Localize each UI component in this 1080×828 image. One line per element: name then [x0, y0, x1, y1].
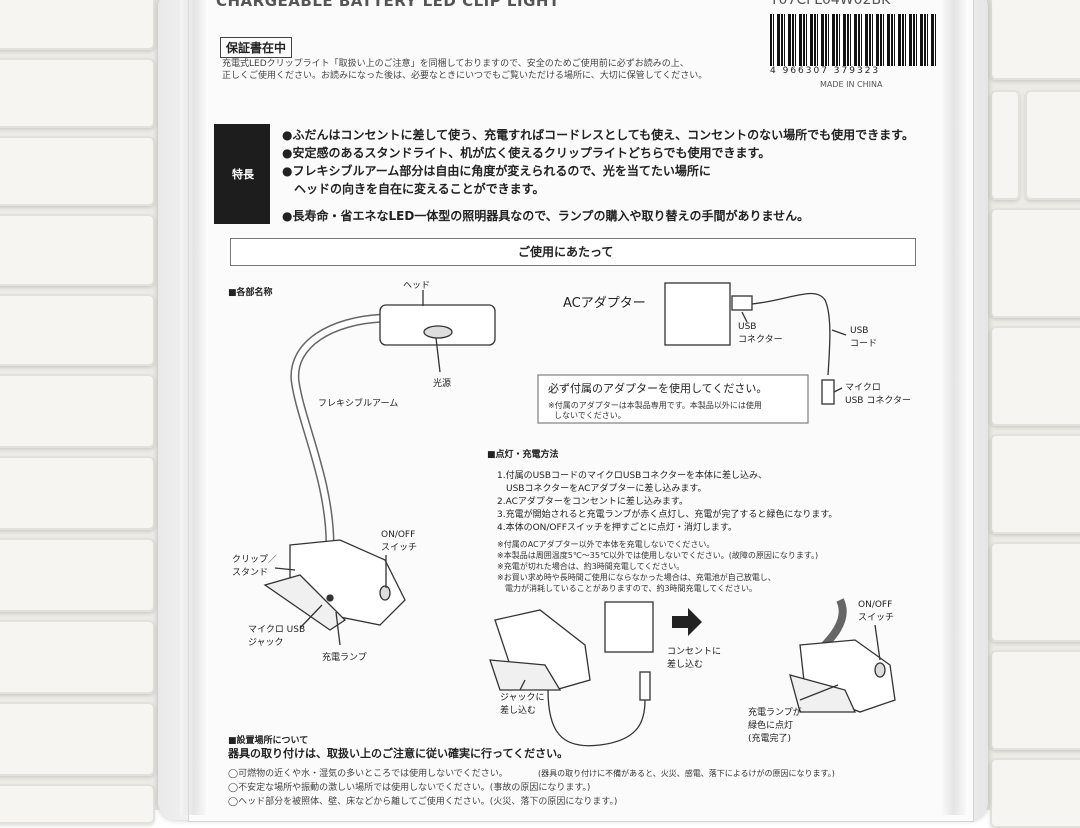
warranty-badge: 保証書在中	[220, 37, 293, 58]
right-arrow-icon	[672, 608, 702, 636]
charging-step: 3.充電が開始されると充電ランプが赤く点灯し、充電が完了すると緑色になります。	[497, 510, 838, 520]
plastic-reflection	[180, 0, 208, 815]
switch-label-charging: ON/OFF スイッチ	[858, 600, 895, 623]
wall-brick	[990, 650, 1080, 750]
placement-heading: ■設置場所について	[228, 736, 309, 746]
plastic-reflection	[940, 0, 968, 815]
wall-brick	[0, 702, 155, 776]
placement-item: ◯可燃物の近くや水・湿気の多いところでは使用しないでください。	[228, 769, 508, 779]
made-in-label: MADE IN CHINA	[820, 80, 883, 89]
barcode	[770, 14, 936, 66]
wall-brick	[990, 434, 1080, 534]
wall-brick	[0, 374, 155, 448]
wall-brick	[0, 456, 155, 530]
wall-brick	[0, 620, 155, 694]
charging-warning: ※付属のACアダプター以外で本体を充電しないでください。	[497, 540, 715, 549]
feature-item: ●ふだんはコンセントに差して使う、充電すればコードレスとしても使え、コンセントの…	[282, 128, 914, 142]
switch-shape	[379, 585, 391, 601]
usb-cord-shape	[751, 292, 831, 376]
charge-lamp-label: 充電ランプ	[322, 653, 367, 663]
ac-adapter-shape	[664, 282, 731, 346]
wall-brick	[0, 0, 155, 50]
lamp-green-label: 充電ランプが 緑色に点灯 (充電完了)	[748, 708, 802, 744]
wall-brick	[990, 542, 1080, 642]
features-label: 特長	[232, 168, 254, 181]
arm-label: フレキシブルアーム	[318, 399, 399, 409]
wall-brick	[0, 214, 155, 286]
must-use-adapter-text: 必ず付属のアダプターを使用してください。	[548, 382, 768, 395]
clip-stand-label: クリップ／ スタンド	[232, 555, 278, 578]
jack-insert-label: ジャックに 差し込む	[500, 693, 545, 716]
feature-item: ヘッドの向きを自在に変えることができます。	[282, 182, 545, 196]
micro-usb-jack-label: マイクロ USB ジャック	[248, 625, 306, 648]
wall-brick	[990, 208, 1080, 318]
charging-warning: ※充電が切れた場合は、約3時間充電してください。	[497, 562, 685, 571]
wall-brick	[1025, 90, 1080, 200]
adapter-illustration	[604, 601, 654, 653]
usage-heading: ご使用にあたって	[518, 245, 614, 259]
adapter-note: しないでください。	[554, 411, 626, 420]
charging-warning: ※本製品は周囲温度5℃〜35℃以外では使用しないでください。(故障の原因になりま…	[497, 551, 819, 560]
barcode-number: 4 966307 379323	[770, 66, 881, 76]
charging-warning: 電力が消耗していることがありますので、約3時間充電してください。	[497, 584, 758, 593]
charging-step: 4.本体のON/OFFスイッチを押すごとに点灯・消灯します。	[497, 523, 737, 533]
usb-connector-label: USB コネクター	[738, 322, 783, 345]
feature-item: ●安定感のあるスタンドライト、机が広く使えるクリップライトどちらでも使用できます…	[282, 146, 771, 160]
micro-usb-connector-shape	[821, 379, 835, 405]
parts-heading: ■各部名称	[228, 288, 273, 298]
must-use-box	[537, 374, 809, 424]
usb-connector-shape	[731, 295, 753, 311]
charging-heading: ■点灯・充電方法	[487, 450, 559, 460]
intro-text: 正しくご使用ください。お読みになった後は、必要なときにいつでもご覧いただける場所…	[222, 71, 708, 81]
usage-heading-bar	[230, 238, 916, 266]
charging-warning: ※お買い求め時や長時間ご使用にならなかった場合は、充電池が自己放電し、	[497, 573, 776, 582]
switch-label: ON/OFF スイッチ	[381, 530, 418, 553]
usb-cord-label: USB コード	[850, 326, 878, 349]
micro-usb-connector-label: マイクロ USB コネクター	[845, 383, 911, 406]
wall-brick	[0, 136, 155, 206]
ac-adapter-label: ACアダプター	[563, 296, 646, 311]
wall-brick	[0, 58, 155, 128]
light-source-label: 光源	[433, 379, 452, 389]
wall-brick	[0, 538, 155, 612]
placement-item: ◯不安定な場所や振動の激しい場所では使用しないでください。(事故の原因になります…	[228, 783, 591, 793]
charging-step: USBコネクターをACアダプターに差し込みます。	[497, 484, 707, 494]
lamp-head-shape	[379, 304, 496, 346]
adapter-note: ※付属のアダプターは本製品専用です。本製品以外には使用	[548, 401, 762, 410]
placement-item: ◯ヘッド部分を被照体、壁、床などから離してご使用ください。(火災、落下の原因にな…	[228, 797, 618, 807]
wall-brick	[990, 326, 1080, 426]
feature-item: ●フレキシブルアーム部分は自由に角度が変えられるので、光を当てたい場所に	[282, 164, 711, 178]
head-label: ヘッド	[403, 281, 431, 291]
feature-item: ●長寿命・省エネなLED一体型の照明器具なので、ランプの購入や取り替えの手間があ…	[282, 209, 810, 223]
intro-text: 充電式LEDクリップライト「取扱い上のご注意」を同梱しておりますので、安全のため…	[222, 59, 689, 69]
wall-brick	[990, 0, 1080, 80]
model-number: Y07CFL04W02BK	[770, 0, 891, 8]
mount-instruction: 器具の取り付けは、取扱い上のご注意に従い確実に行ってください。	[228, 747, 569, 760]
charging-step: 2.ACアダプターをコンセントに差し込みます。	[497, 497, 688, 507]
wall-brick	[990, 90, 1020, 200]
wall-brick	[0, 294, 155, 366]
illustrations	[263, 282, 896, 747]
cable-illustration	[547, 689, 646, 747]
features-label-box	[214, 124, 270, 224]
product-title: CHARGEABLE BATTERY LED CLIP LIGHT	[216, 0, 560, 10]
charging-step: 1.付属のUSBコードのマイクロUSBコネクターを本体に差し込み、	[497, 471, 767, 481]
mount-note: (器具の取り付けに不備があると、火災、感電、落下によるけがの原因になります。)	[538, 769, 835, 778]
outlet-insert-label: コンセントに 差し込む	[667, 647, 722, 670]
light-source-shape	[423, 325, 453, 339]
